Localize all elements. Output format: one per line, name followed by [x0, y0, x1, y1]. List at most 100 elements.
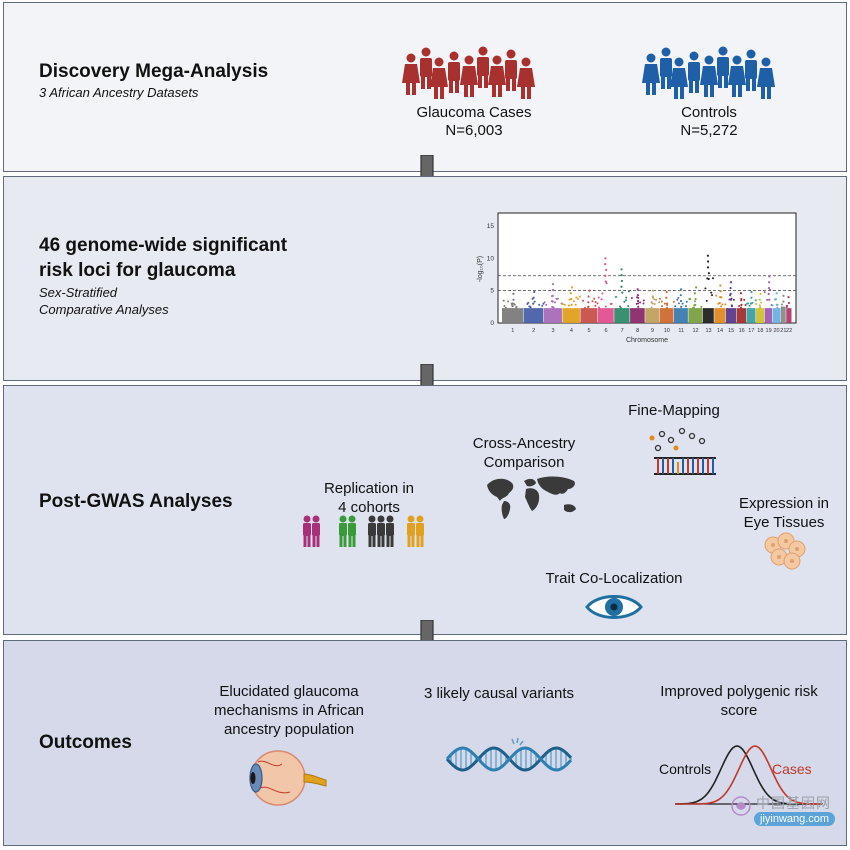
snp-peak-point: [782, 294, 785, 297]
snp-point: [720, 305, 723, 308]
snp-point: [572, 300, 575, 303]
snp-point: [689, 298, 692, 301]
snp-point: [700, 305, 703, 308]
chromosome-2-base: [523, 308, 544, 323]
chromosome-20-base: [772, 308, 780, 323]
snp-peak-point: [694, 286, 698, 289]
watermark-url: jiyinwang.com: [754, 812, 836, 826]
snp-point: [785, 304, 788, 307]
snp-point: [503, 305, 506, 308]
controls-distribution-curve: [674, 745, 823, 805]
site-watermark: 中国基因网 jiyinwang.com: [730, 793, 840, 833]
controls-label: Controls: [681, 104, 737, 121]
chromosome-17-points: [746, 290, 757, 323]
snp-point: [724, 303, 727, 306]
chromosome-2-points: [523, 290, 545, 323]
snp-point: [781, 306, 784, 309]
fine-mapping-icon: [649, 427, 716, 475]
snp-point: [655, 298, 658, 301]
post-gwas-panel: Post-GWAS Analyses Replication in 4 coho…: [3, 385, 847, 635]
replication-label: Replication in 4 cohorts: [323, 480, 415, 516]
chromosome-10-points: [658, 290, 675, 323]
x-axis-label: Chromosome: [626, 337, 668, 344]
snp-point: [587, 305, 590, 308]
chromosome-15-points: [725, 281, 737, 323]
x-tick-label: 13: [705, 328, 711, 334]
snp-point: [527, 301, 530, 304]
expression-label: Expression in Eye Tissues: [738, 495, 830, 531]
x-tick-label: 18: [757, 328, 763, 334]
snp-peak-point: [767, 286, 771, 290]
snp-peak-point: [787, 296, 790, 299]
snp-peak-point: [768, 275, 771, 278]
snp-peak-point: [551, 288, 555, 292]
controls-count: N=5,272: [680, 122, 738, 139]
snp-peak-point: [604, 280, 607, 283]
snp-peak-point: [551, 294, 554, 297]
snp-peak-point: [729, 298, 733, 301]
prs-controls-label: Controls: [659, 761, 712, 777]
snp-peak-point: [739, 292, 743, 295]
chromosome-7-base: [614, 308, 630, 323]
dna-strand: [445, 746, 573, 772]
snp-point: [582, 299, 585, 302]
chromosome-11-points: [673, 288, 688, 323]
x-tick-label: 5: [588, 328, 591, 334]
snp-peak-point: [620, 268, 623, 271]
snp-point: [596, 302, 599, 305]
snp-point: [623, 300, 626, 303]
snp-peak-point: [706, 266, 710, 269]
loci-panel: 46 genome-wide significant risk loci for…: [3, 176, 847, 381]
snp-peak-point: [533, 290, 536, 294]
snp-peak-point: [621, 291, 624, 294]
cohort-person-icon: [377, 515, 385, 547]
snp-peak-point: [680, 305, 683, 308]
snp-point: [504, 306, 507, 309]
snp-peak-point: [750, 290, 753, 294]
snp-peak-point: [740, 303, 743, 306]
chromosome-15-base: [725, 308, 737, 323]
snp-peak-point: [758, 304, 761, 307]
person-icon: [402, 46, 535, 99]
snp-point: [642, 299, 645, 302]
snp-point: [513, 302, 516, 305]
y-tick-label: 15: [487, 223, 495, 230]
snp-peak-point: [665, 302, 669, 305]
snp-point: [676, 298, 679, 301]
snp-point: [543, 301, 546, 304]
snp-point: [554, 301, 557, 304]
snp-point: [567, 304, 570, 307]
discovery-subtitle: 3 African Ancestry Datasets: [39, 85, 199, 100]
snp-peak-point: [605, 268, 608, 272]
chromosome-13-points: [702, 254, 714, 323]
snp-point: [591, 300, 594, 303]
snp-peak-point: [604, 263, 607, 266]
chromosome-1-base: [502, 308, 524, 323]
chromosome-9-points: [645, 289, 661, 323]
snp-point: [507, 300, 510, 303]
chromosome-14-base: [714, 308, 726, 323]
snp-peak-point: [707, 272, 710, 275]
world-map-icon: [487, 476, 576, 519]
snp-point: [711, 294, 714, 297]
cohort-person-icon: [339, 515, 347, 547]
cross-ancestry-label: Cross-Ancestry Comparison: [472, 435, 576, 471]
snp-point: [502, 299, 505, 302]
snp-peak-point: [775, 292, 778, 295]
x-tick-label: 14: [717, 328, 723, 334]
snp-peak-point: [620, 285, 623, 288]
snp-point: [763, 291, 766, 294]
snp-point: [692, 306, 695, 309]
snp-point: [605, 282, 608, 285]
snp-peak-point: [588, 289, 591, 292]
snp-point: [693, 300, 696, 303]
snp-peak-point: [679, 299, 683, 303]
snp-point: [653, 303, 656, 306]
snp-peak-point: [532, 296, 535, 299]
snp-peak-point: [637, 305, 640, 308]
snp-point: [593, 297, 596, 300]
snp-point: [600, 298, 603, 301]
y-tick-label: 0: [490, 320, 494, 327]
chromosome-3-points: [543, 283, 563, 323]
